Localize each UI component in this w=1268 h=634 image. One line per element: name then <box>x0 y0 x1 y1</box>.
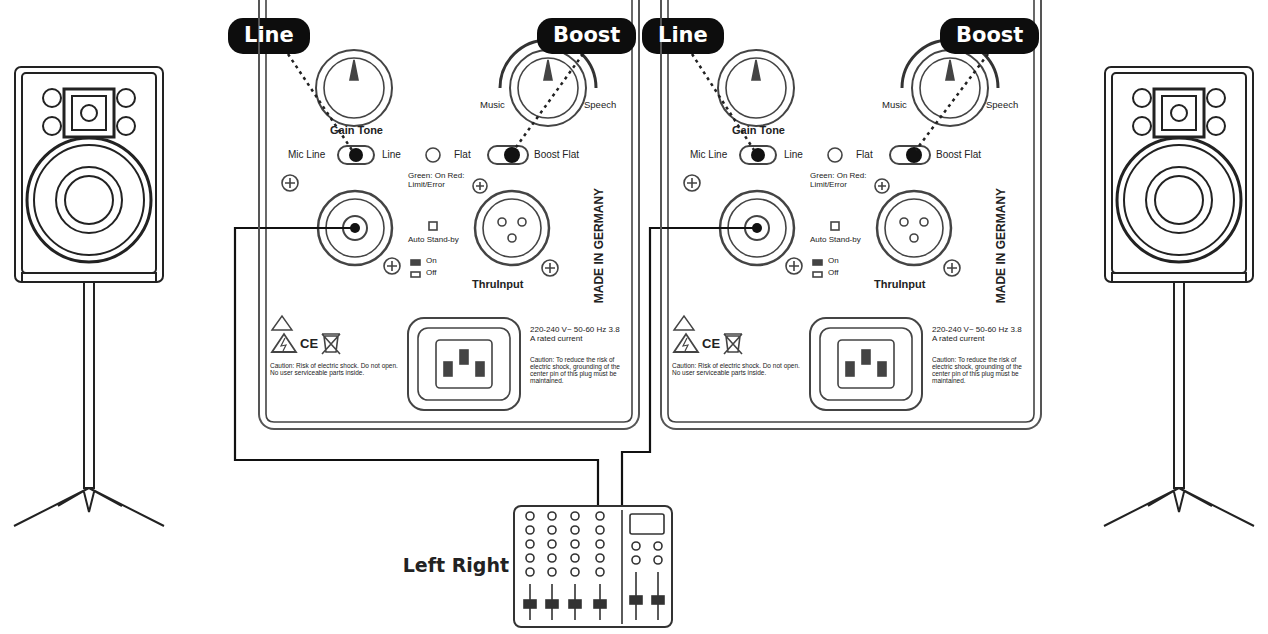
panel-label: Green: On Red: Limit/Error <box>408 172 468 190</box>
mixer-art <box>526 526 534 534</box>
speaker-rear-panel: Gain Tone Music SpeechMic Line Line Flat Boos… <box>258 0 640 430</box>
mixer-art <box>548 512 556 520</box>
panel-label: Off <box>426 269 437 278</box>
panel-label: On <box>828 257 839 266</box>
mixer-art <box>632 556 640 564</box>
mixer-art <box>571 512 579 520</box>
mixer-art <box>548 526 556 534</box>
mixer-art <box>594 600 606 608</box>
mixer-art <box>596 540 604 548</box>
mixer-art <box>526 512 534 520</box>
mixer-art <box>654 556 662 564</box>
leader-lines <box>514 54 583 150</box>
panel-label: Caution: Risk of electric shock. Do not … <box>672 362 804 376</box>
mixer-art <box>571 568 579 576</box>
panel-label: Flat <box>856 149 873 160</box>
mixer-art <box>630 596 642 604</box>
mixer-art <box>526 554 534 562</box>
mixer-art <box>571 540 579 548</box>
speaker-rear-panel: Gain ToneMusicSpeechMic LineLineFlatBoos… <box>660 0 1042 430</box>
panel-label: Caution: Risk of electric shock. Do not … <box>270 362 402 376</box>
panel-label: Flat <box>454 149 471 160</box>
illustration <box>662 0 1034 422</box>
mixer-art <box>548 568 556 576</box>
panel-label: Gain Tone <box>330 124 383 136</box>
panel-label: Music <box>480 100 505 110</box>
panel-label: ThruInput <box>874 278 925 290</box>
illustration <box>1104 67 1254 526</box>
panel-label: Caution: To reduce the risk of electric … <box>932 356 1030 385</box>
mixer-art <box>569 600 581 608</box>
panel-label: Green: On Red: Limit/Error <box>810 172 870 190</box>
panel-label: Auto Stand-by <box>408 236 468 245</box>
leader-lines <box>288 54 988 150</box>
panel-label: MADE IN GERMANY <box>593 187 606 302</box>
mixer-art <box>630 514 664 534</box>
panel-label: 220-240 V~ 50-60 Hz 3.8 A rated current <box>932 326 1028 344</box>
panel-label: Line <box>784 149 803 160</box>
switch-callout: Boost <box>537 18 636 54</box>
mixer-art <box>524 510 664 624</box>
mixer-art <box>548 540 556 548</box>
audio-cable <box>622 228 660 505</box>
panel-label: Caution: To reduce the risk of electric … <box>530 356 628 385</box>
callout-label: Boost <box>553 21 620 49</box>
mixer-art <box>596 568 604 576</box>
mixer-art <box>596 554 604 562</box>
channel-label: Left Right <box>401 555 511 576</box>
mixer-art <box>546 600 558 608</box>
panel-label: Mic Line <box>288 149 325 160</box>
mixer-art <box>632 542 640 550</box>
mixer-art <box>654 542 662 550</box>
leader-lines <box>916 54 988 150</box>
panel-label: On <box>426 257 437 266</box>
panel-label: Mic Line <box>690 149 727 160</box>
panel-label: Boost Flat <box>534 149 579 160</box>
panel-label: Line <box>382 149 401 160</box>
mixer: Left Right <box>513 505 673 628</box>
switch-callout: Boost <box>940 18 1039 54</box>
panel-label: Speech <box>584 100 616 110</box>
mixer-art <box>530 572 658 620</box>
illustration <box>260 0 632 422</box>
panel-label: CE <box>300 337 318 351</box>
mixer-art <box>596 526 604 534</box>
callout-label: Line <box>658 21 708 49</box>
panel-label: 220-240 V~ 50-60 Hz 3.8 A rated current <box>530 326 626 344</box>
panel-label: Music <box>882 100 907 110</box>
panel-label: Speech <box>986 100 1018 110</box>
mixer-art <box>621 510 623 624</box>
panel-label: Off <box>828 269 839 278</box>
callout-label: Boost <box>956 21 1023 49</box>
mixer-art <box>526 540 534 548</box>
switch-callout: Line <box>642 18 724 54</box>
mixer-art <box>548 554 556 562</box>
mixer-art <box>524 600 536 608</box>
panel-label: Boost Flat <box>936 149 981 160</box>
illustration <box>14 67 164 526</box>
panel-label: CE <box>702 337 720 351</box>
panel-label: Auto Stand-by <box>810 236 870 245</box>
switch-callout: Line <box>228 18 310 54</box>
mixer-art <box>571 554 579 562</box>
callout-label: Line <box>244 21 294 49</box>
mixer-art <box>571 526 579 534</box>
panel-label: ThruInput <box>472 278 523 290</box>
mixer-art <box>526 568 534 576</box>
panel-label: Gain Tone <box>732 124 785 136</box>
panel-label: MADE IN GERMANY <box>995 187 1008 302</box>
mixer-art <box>652 596 664 604</box>
mixer-art <box>596 512 604 520</box>
